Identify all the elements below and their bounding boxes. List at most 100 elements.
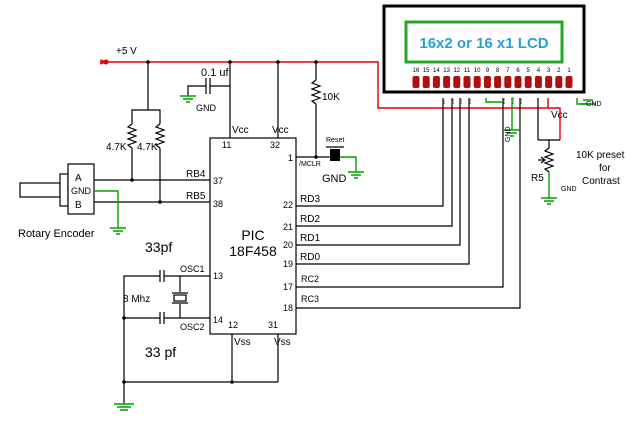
lcd-pin-number: 7 bbox=[506, 68, 510, 74]
ground-icon bbox=[580, 99, 596, 105]
pic-vcc-left: Vcc bbox=[232, 125, 249, 136]
lcd-pin bbox=[422, 76, 430, 88]
lcd-pin-number: 15 bbox=[423, 68, 430, 74]
decoupling-cap-value: 0.1 uf bbox=[201, 67, 229, 79]
signal-osc2: OSC2 bbox=[180, 322, 205, 332]
pic-vcc-right: Vcc bbox=[272, 125, 289, 136]
signal-rd1: RD1 bbox=[300, 233, 320, 244]
pin-12: 12 bbox=[228, 320, 238, 330]
wire-rc2-en bbox=[296, 98, 504, 288]
pin-37: 37 bbox=[213, 176, 223, 186]
lcd-pin-number: 8 bbox=[496, 68, 500, 74]
lcd-power-contrast: GND Vcc GND R5 GND 10K preset for Contra… bbox=[485, 98, 625, 205]
crystal-icon bbox=[172, 292, 188, 304]
capacitor-icon bbox=[159, 270, 165, 282]
pin-18: 18 bbox=[283, 303, 293, 313]
encoder-label: Rotary Encoder bbox=[18, 228, 95, 240]
rotary-encoder: A GND B Rotary Encoder bbox=[18, 163, 210, 240]
resistor-icon bbox=[126, 123, 138, 149]
lcd-pin-number: 16 bbox=[413, 68, 420, 74]
pin-17: 17 bbox=[283, 282, 293, 292]
signal-rc3: RC3 bbox=[301, 294, 319, 304]
wire-rd2-d6 bbox=[296, 98, 453, 227]
encoder-pin-gnd: GND bbox=[71, 186, 92, 196]
lcd-pin bbox=[473, 76, 481, 88]
encoder-pin-a: A bbox=[75, 173, 82, 184]
lcd-pin bbox=[545, 76, 553, 88]
lcd-pin bbox=[555, 76, 563, 88]
capacitor-icon bbox=[159, 312, 165, 324]
pic-name: PIC bbox=[241, 227, 264, 243]
osc1-cap-value: 33pf bbox=[145, 239, 172, 255]
supply-node-icon bbox=[103, 59, 109, 65]
reset-gnd-label: GND bbox=[322, 173, 347, 185]
ground-icon bbox=[180, 95, 196, 103]
ground-icon bbox=[110, 227, 126, 235]
pin-1: 1 bbox=[288, 153, 293, 163]
preset-name: R5 bbox=[531, 173, 544, 184]
pin-21: 21 bbox=[283, 222, 293, 232]
lcd-pin-number: 14 bbox=[433, 68, 440, 74]
preset-wiper-icon bbox=[538, 156, 546, 164]
pin-22: 22 bbox=[283, 200, 293, 210]
lcd-pin bbox=[504, 76, 512, 88]
pin-14: 14 bbox=[213, 315, 223, 325]
preset-desc-2: for bbox=[599, 163, 611, 174]
signal-rb5: RB5 bbox=[186, 191, 206, 202]
pic-vss-left: Vss bbox=[234, 337, 251, 348]
wire-rd3-d7 bbox=[296, 98, 444, 207]
signal-rd2: RD2 bbox=[300, 214, 320, 225]
resistor-icon bbox=[310, 79, 322, 105]
reset-button-icon bbox=[330, 149, 340, 161]
lcd-pin-number: 13 bbox=[443, 68, 450, 74]
preset-desc-1: 10K preset bbox=[576, 150, 625, 161]
lcd-pin-number: 9 bbox=[486, 68, 490, 74]
lcd-pin bbox=[524, 76, 532, 88]
pin-38: 38 bbox=[213, 199, 223, 209]
lcd-pin-number: 5 bbox=[527, 68, 531, 74]
pic-model: 18F458 bbox=[229, 243, 277, 259]
reset-circuit: 10K Reset GND bbox=[296, 62, 364, 185]
lcd-pin bbox=[483, 76, 491, 88]
lcd-pin bbox=[494, 76, 502, 88]
pin-13: 13 bbox=[213, 271, 223, 281]
lcd-pin-number: 11 bbox=[464, 68, 471, 74]
pic-microcontroller: PIC 18F458 Vcc Vcc 11 32 RB4 RB5 37 38 1… bbox=[186, 62, 321, 348]
lcd-data-lines bbox=[296, 98, 521, 309]
lcd-pin bbox=[443, 76, 451, 88]
preset-desc-3: Contrast bbox=[582, 176, 620, 187]
lcd-pin bbox=[432, 76, 440, 88]
ground-icon bbox=[541, 197, 557, 205]
encoder-shaft-icon bbox=[19, 182, 61, 198]
encoder-pullups: 4.7K 4.7K bbox=[106, 62, 166, 204]
pullup-a-value: 4.7K bbox=[106, 142, 127, 153]
signal-rb4: RB4 bbox=[186, 169, 206, 180]
signal-osc1: OSC1 bbox=[180, 264, 205, 274]
oscillator-circuit: 33pf 33 pf OSC1 OSC2 8 Mhz bbox=[114, 239, 279, 411]
ground-icon bbox=[114, 403, 134, 411]
lcd-pin bbox=[534, 76, 542, 88]
encoder-pin-b: B bbox=[75, 200, 82, 211]
lcd-pin-headers bbox=[412, 76, 573, 88]
capacitor-icon bbox=[205, 78, 211, 94]
pin-20: 20 bbox=[283, 240, 293, 250]
pic-vss-right: Vss bbox=[274, 337, 291, 348]
preset-gnd-label: GND bbox=[561, 186, 577, 193]
pin-19: 19 bbox=[283, 259, 293, 269]
encoder-body bbox=[67, 163, 95, 215]
reset-label: Reset bbox=[326, 137, 344, 144]
signal-rd0: RD0 bbox=[300, 252, 320, 263]
wire-rd1-d5 bbox=[296, 98, 461, 246]
mclr-pullup-value: 10K bbox=[322, 92, 340, 103]
lcd-pin-number: 10 bbox=[474, 68, 481, 74]
decoupling-gnd-label: GND bbox=[196, 103, 217, 113]
signal-rd3: RD3 bbox=[300, 194, 320, 205]
wire-rc3-rs bbox=[296, 98, 521, 309]
lcd-pin bbox=[453, 76, 461, 88]
crystal-value: 8 Mhz bbox=[123, 294, 150, 305]
decoupling-capacitor: 0.1 uf GND bbox=[180, 62, 231, 138]
